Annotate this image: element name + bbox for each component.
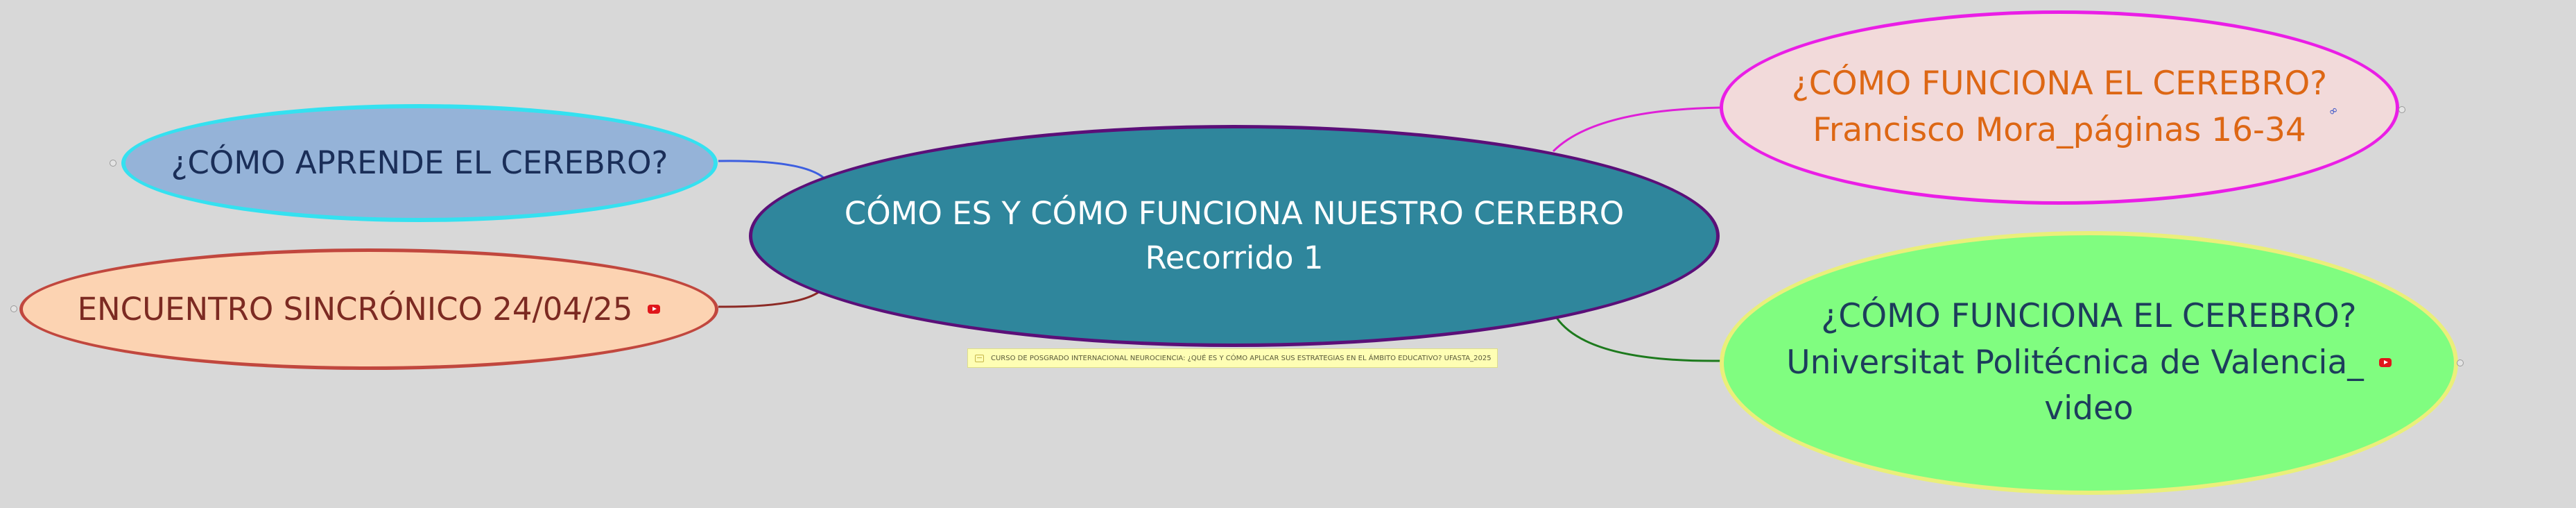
collapse-toggle-aprende[interactable] xyxy=(110,160,116,167)
youtube-icon[interactable] xyxy=(648,304,661,314)
collapse-toggle-encuentro[interactable] xyxy=(10,305,17,312)
topic-encuentro-label: ENCUENTRO SINCRÓNICO 24/04/25 xyxy=(77,290,633,328)
youtube-icon[interactable] xyxy=(2378,358,2392,368)
topic-upv-line1: ¿CÓMO FUNCIONA EL CEREBRO? xyxy=(1821,296,2357,335)
topic-aprende[interactable]: ¿CÓMO APRENDE EL CEREBRO? xyxy=(121,104,718,222)
central-topic-title: CÓMO ES Y CÓMO FUNCIONA NUESTRO CEREBRO xyxy=(844,195,1625,232)
note-icon xyxy=(975,354,984,362)
connector-encuentro xyxy=(718,290,820,308)
connector-upv xyxy=(1555,317,1722,362)
collapse-toggle-upv[interactable] xyxy=(2457,359,2464,366)
central-topic-note[interactable]: CURSO DE POSGRADO INTERNACIONAL NEUROCIE… xyxy=(967,348,1498,368)
topic-upv-line3: video xyxy=(2044,389,2134,428)
collapse-toggle-mora[interactable] xyxy=(2398,106,2405,113)
connector-mora xyxy=(1552,106,1722,153)
topic-upv-line2: Universitat Politécnica de Valencia_ xyxy=(1786,343,2364,382)
topic-mora[interactable]: ¿CÓMO FUNCIONA EL CEREBRO? Francisco Mor… xyxy=(1720,10,2399,205)
topic-aprende-label: ¿CÓMO APRENDE EL CEREBRO? xyxy=(171,144,668,182)
topic-mora-line2: Francisco Mora_páginas 16-34 xyxy=(1813,111,2306,149)
central-topic-note-text: CURSO DE POSGRADO INTERNACIONAL NEUROCIE… xyxy=(991,354,1492,362)
topic-encuentro[interactable]: ENCUENTRO SINCRÓNICO 24/04/25 xyxy=(19,248,718,370)
topic-upv[interactable]: ¿CÓMO FUNCIONA EL CEREBRO? Universitat P… xyxy=(1720,231,2458,495)
topic-mora-line1: ¿CÓMO FUNCIONA EL CEREBRO? xyxy=(1791,65,2328,103)
connector-aprende xyxy=(718,160,827,180)
central-topic-subtitle: Recorrido 1 xyxy=(1145,239,1324,276)
central-topic[interactable]: CÓMO ES Y CÓMO FUNCIONA NUESTRO CEREBRO … xyxy=(749,125,1720,347)
